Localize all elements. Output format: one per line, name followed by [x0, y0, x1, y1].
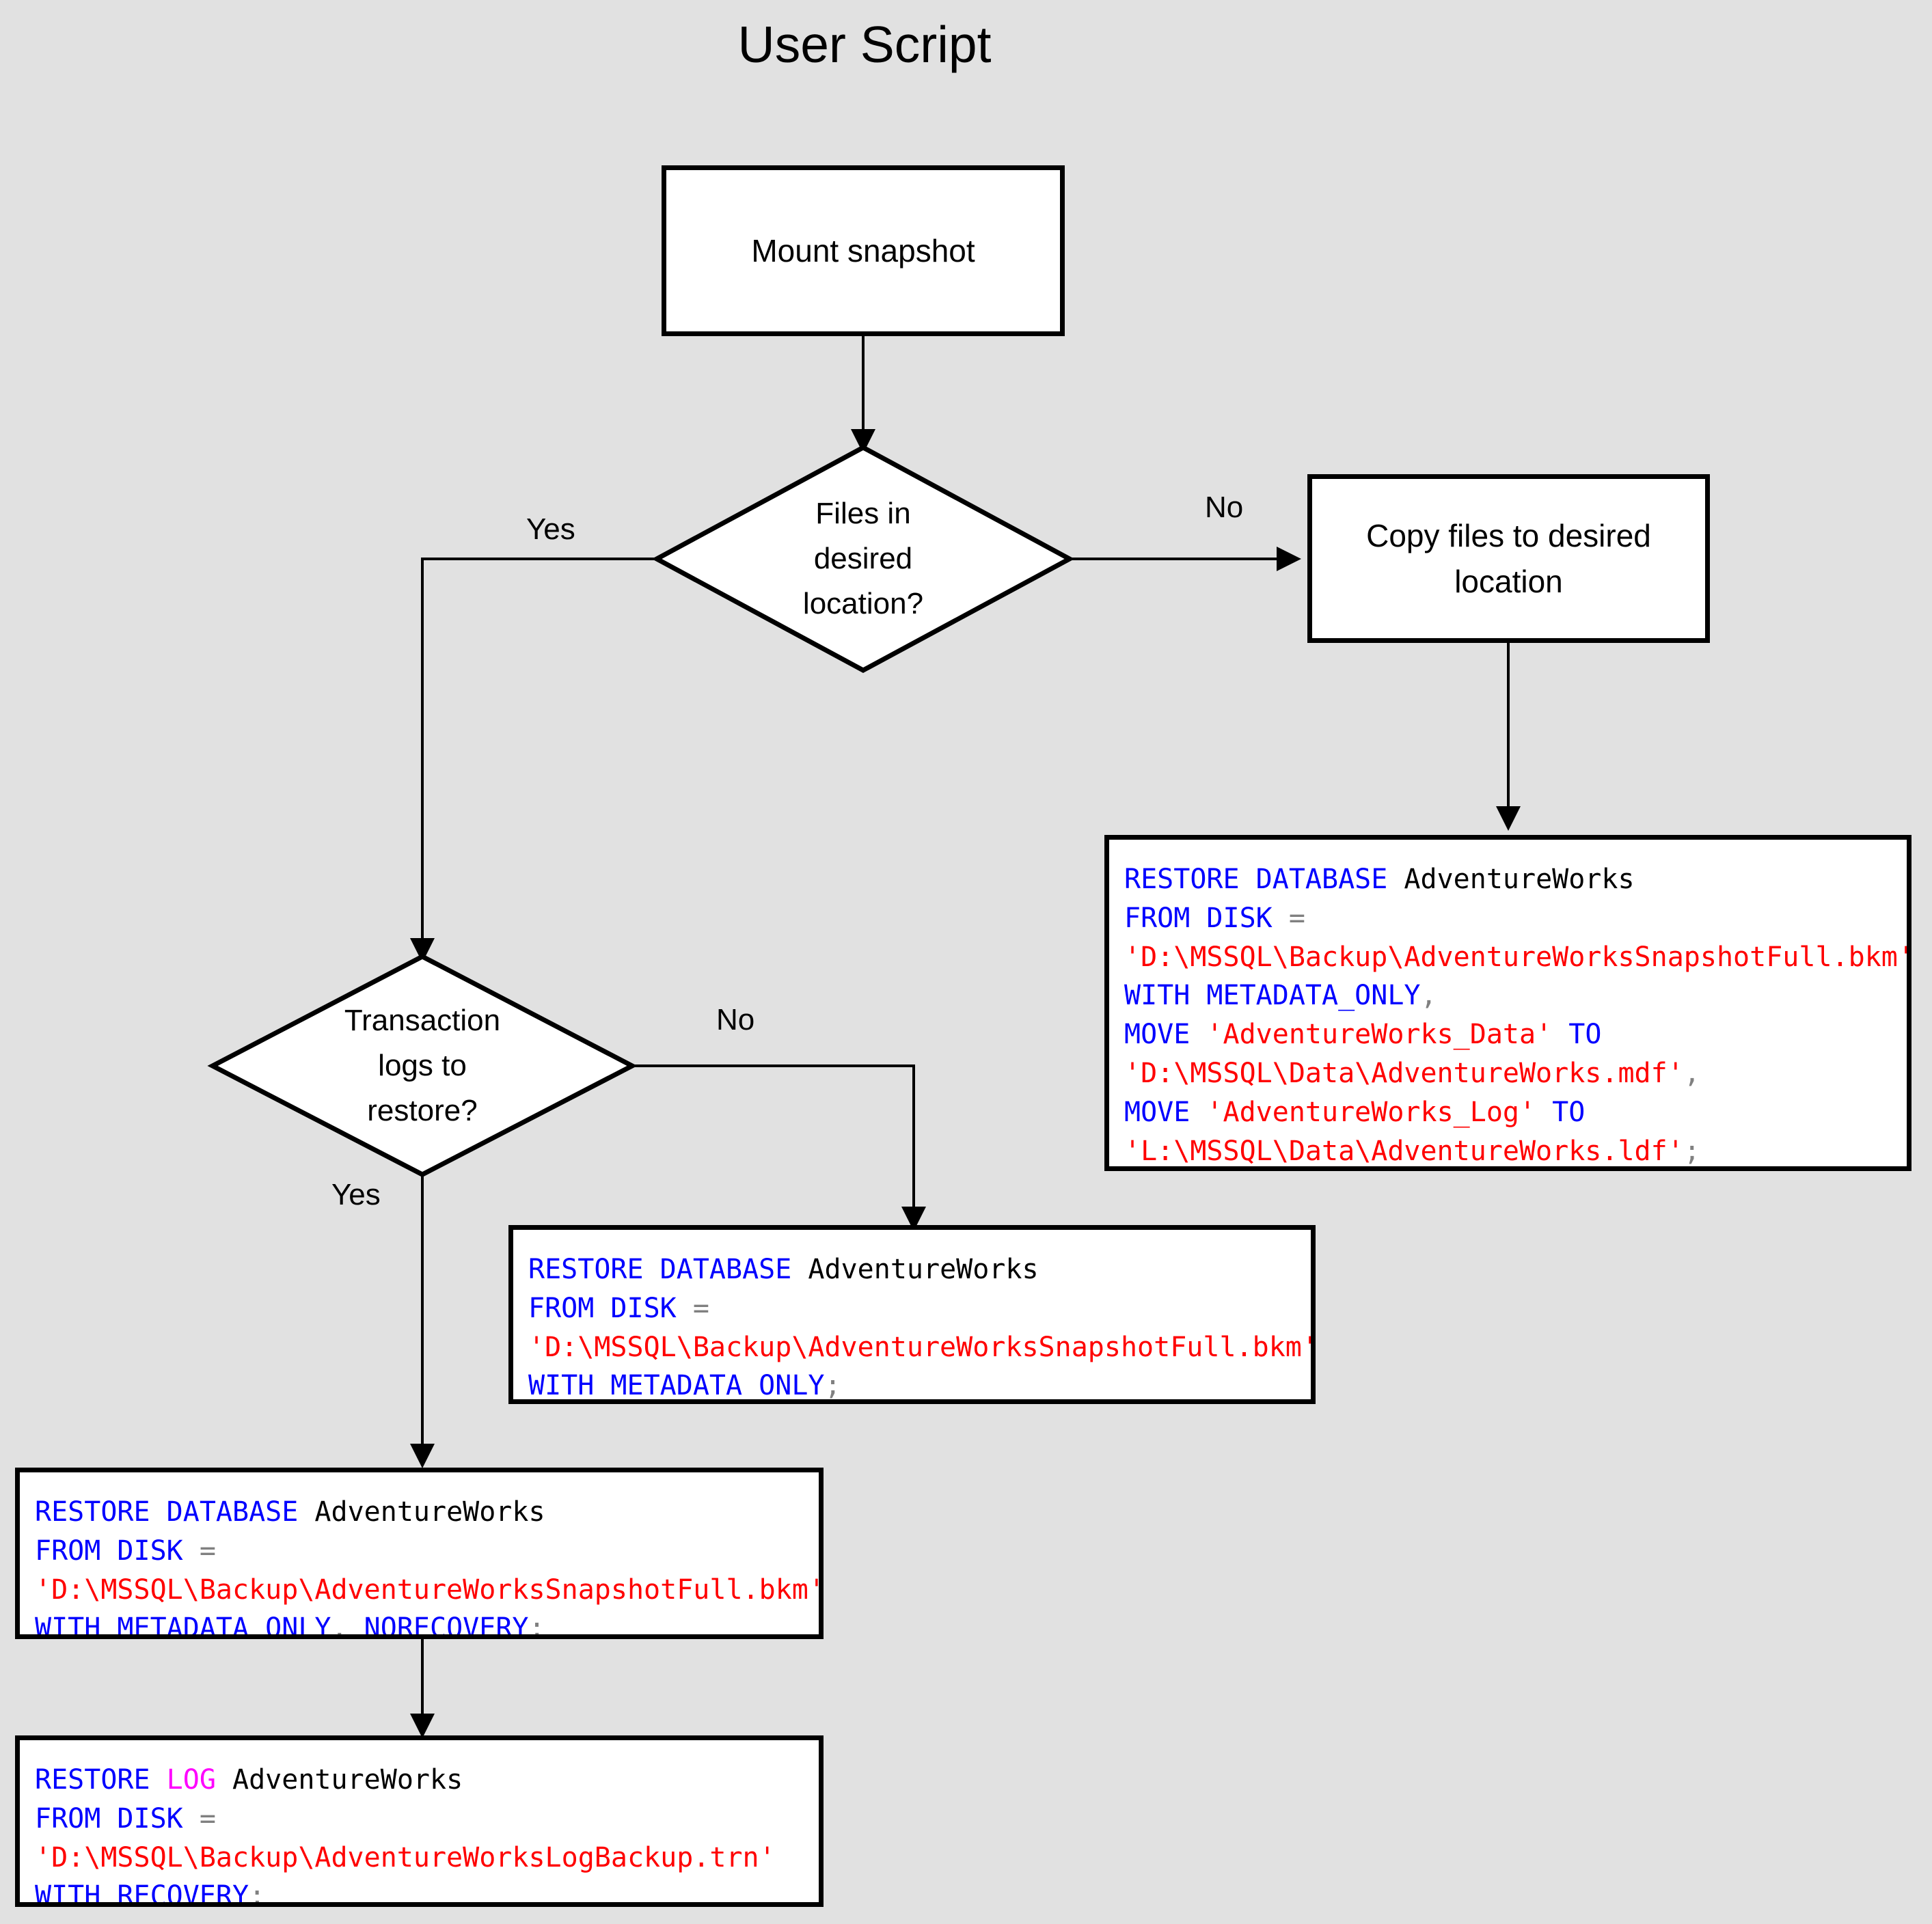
edge-files-yes-to-logs [410, 558, 657, 963]
code-token: FROM DISK [528, 1292, 693, 1324]
edge-logs-no-to-restore-metadata [632, 1064, 926, 1231]
code-token: WITH METADATA_ONLY [528, 1370, 825, 1402]
node-mount-snapshot-label: Mount snapshot [751, 232, 975, 269]
node-transaction-logs[interactable]: Transaction logs to restore? [213, 957, 632, 1174]
code-token: MOVE [1124, 1019, 1207, 1051]
code-line: RESTORE DATABASE AdventureWorks [1124, 860, 1907, 899]
code-line: FROM DISK = [528, 1289, 1311, 1328]
code-token [216, 1764, 232, 1796]
code-token: = [199, 1802, 216, 1834]
code-line: 'D:\MSSQL\Backup\AdventureWorksSnapshotF… [528, 1328, 1311, 1367]
code-token: LOG [166, 1764, 216, 1796]
code-token: FROM DISK [35, 1535, 200, 1567]
edge-label-files-yes: Yes [526, 512, 575, 546]
code-line: WITH METADATA_ONLY, NORECOVERY; [35, 1609, 819, 1639]
code-line: FROM DISK = [35, 1532, 819, 1571]
code-line: MOVE 'AdventureWorks_Log' TO [1124, 1093, 1907, 1132]
node-files-in-desired-location[interactable]: Files in desired location? [657, 448, 1070, 670]
code-token: TO [1552, 1019, 1602, 1051]
code-token: FROM DISK [1124, 902, 1289, 934]
node-transaction-logs-label: Transaction logs to restore? [344, 1003, 501, 1127]
node-copy-files[interactable]: Copy files to desired location [1307, 474, 1710, 643]
code-token: , [1683, 1057, 1700, 1089]
code-token: TO [1536, 1096, 1586, 1128]
code-token: FROM DISK [35, 1802, 200, 1834]
edge-label-logs-yes: Yes [331, 1178, 381, 1211]
code-token: WITH METADATA_ONLY [1124, 980, 1421, 1012]
code-token: MOVE [1124, 1096, 1207, 1128]
code-line: MOVE 'AdventureWorks_Data' TO [1124, 1015, 1907, 1054]
node-mount-snapshot[interactable]: Mount snapshot [662, 165, 1065, 336]
code-token: WITH RECOVERY [35, 1880, 249, 1907]
code-token: = [692, 1292, 709, 1324]
code-token: AdventureWorks [808, 1254, 1039, 1285]
code-token: = [199, 1535, 216, 1567]
code-token: WITH METADATA_ONLY [35, 1612, 331, 1639]
code-token: , [1420, 980, 1437, 1012]
code-token: AdventureWorks [232, 1764, 463, 1796]
code-token: ; [249, 1880, 266, 1907]
code-line: FROM DISK = [1124, 899, 1907, 938]
code-token: ; [1683, 1135, 1700, 1167]
code-token: 'AdventureWorks_Log' [1206, 1096, 1536, 1128]
code-line: RESTORE DATABASE AdventureWorks [528, 1250, 1311, 1289]
code-line: 'L:\MSSQL\Data\AdventureWorks.ldf'; [1124, 1132, 1907, 1167]
code-token: 'L:\MSSQL\Data\AdventureWorks.ldf' [1124, 1135, 1684, 1167]
code-token: AdventureWorks [1404, 864, 1635, 895]
page-title: User Script [737, 16, 992, 73]
page-title-wrapper: User Script [137, 15, 1592, 74]
code-token: RESTORE DATABASE [528, 1254, 808, 1285]
code-line: WITH RECOVERY; [35, 1877, 819, 1907]
code-line: 'D:\MSSQL\Backup\AdventureWorksSnapshotF… [1124, 938, 1907, 977]
code-token: NORECOVERY [347, 1612, 529, 1639]
code-token: = [1288, 902, 1305, 934]
code-line: 'D:\MSSQL\Backup\AdventureWorksSnapshotF… [35, 1571, 819, 1610]
code-line: WITH METADATA_ONLY, [1124, 976, 1907, 1015]
code-line: RESTORE LOG AdventureWorks [35, 1761, 819, 1800]
code-token: 'D:\MSSQL\Backup\AdventureWorksSnapshotF… [35, 1573, 824, 1606]
node-files-in-desired-location-label: Files in desired location? [802, 497, 924, 620]
code-line: 'D:\MSSQL\Data\AdventureWorks.mdf', [1124, 1054, 1907, 1093]
code-token: AdventureWorks [314, 1496, 545, 1528]
code-line: RESTORE DATABASE AdventureWorks [35, 1493, 819, 1532]
code-token: 'AdventureWorks_Data' [1206, 1019, 1553, 1051]
code-token: ; [824, 1370, 841, 1402]
code-line: WITH METADATA_ONLY; [528, 1366, 1311, 1402]
code-token: 'D:\MSSQL\Backup\AdventureWorksSnapshotF… [528, 1331, 1316, 1363]
node-copy-files-label: Copy files to desired location [1366, 517, 1651, 599]
code-token: 'D:\MSSQL\Backup\AdventureWorksSnapshotF… [1124, 941, 1911, 973]
code-token: ; [528, 1612, 545, 1639]
edge-label-logs-no: No [716, 1003, 755, 1036]
code-token: RESTORE DATABASE [35, 1496, 315, 1528]
code-line: FROM DISK = [35, 1800, 819, 1839]
code-token: RESTORE DATABASE [1124, 864, 1404, 895]
code-line: 'D:\MSSQL\Backup\AdventureWorksLogBackup… [35, 1839, 819, 1878]
code-token: , [331, 1612, 348, 1639]
code-token: 'D:\MSSQL\Backup\AdventureWorksLogBackup… [35, 1841, 776, 1873]
edge-label-files-no: No [1205, 491, 1244, 524]
code-token: RESTORE [35, 1764, 167, 1796]
code-token: 'D:\MSSQL\Data\AdventureWorks.mdf' [1124, 1057, 1684, 1089]
